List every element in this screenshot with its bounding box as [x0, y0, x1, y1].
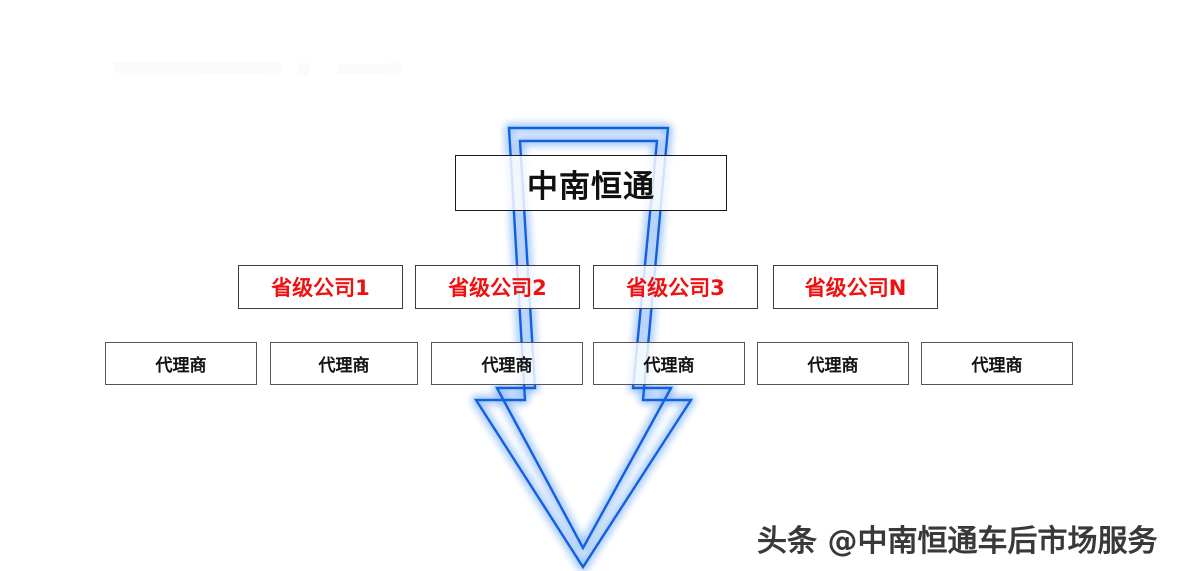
agent-box-4: 代理商 [593, 342, 745, 385]
watermark-text: 头条 @中南恒通车后市场服务 [757, 524, 1158, 559]
province-box-label: 省级公司2 [448, 276, 547, 300]
agent-box-label: 代理商 [971, 356, 1023, 376]
background-artifact [337, 64, 389, 74]
agent-box-3: 代理商 [431, 342, 583, 385]
title-box: 中南恒通 [455, 155, 727, 211]
province-box-label: 省级公司3 [626, 276, 725, 300]
province-box-1: 省级公司1 [238, 265, 403, 309]
province-box-label: 省级公司N [804, 276, 907, 300]
province-box-3: 省级公司3 [593, 265, 758, 309]
province-box-2: 省级公司2 [415, 265, 580, 309]
title-box-label: 中南恒通 [527, 168, 655, 205]
background-artifact [200, 66, 260, 74]
agent-box-label: 代理商 [807, 356, 859, 376]
agent-box-label: 代理商 [155, 356, 207, 376]
background-artifact [297, 63, 309, 75]
agent-box-1: 代理商 [105, 342, 257, 385]
province-box-label: 省级公司1 [271, 276, 370, 300]
background-artifact [113, 62, 281, 73]
agent-box-label: 代理商 [318, 356, 370, 376]
agent-box-label: 代理商 [643, 356, 695, 376]
agent-box-6: 代理商 [921, 342, 1073, 385]
agent-box-5: 代理商 [757, 342, 909, 385]
agent-box-label: 代理商 [481, 356, 533, 376]
province-box-n: 省级公司N [773, 265, 938, 309]
background-artifact [370, 64, 382, 74]
background-artifact [385, 63, 401, 75]
agent-box-2: 代理商 [270, 342, 418, 385]
